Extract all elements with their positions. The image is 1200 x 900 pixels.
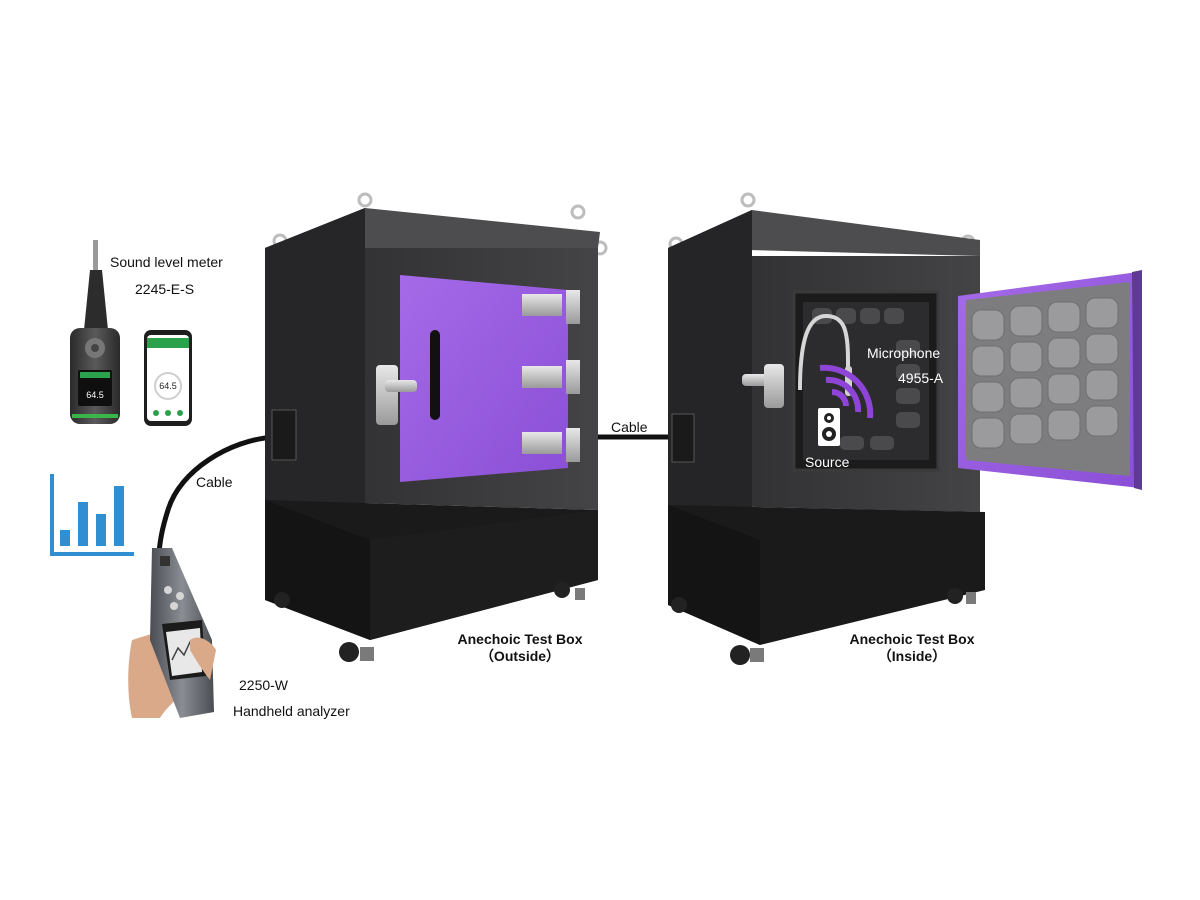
analyzer-title: Handheld analyzer <box>233 703 350 719</box>
inside-foam <box>812 308 920 450</box>
connector-panel <box>671 413 695 463</box>
wheel <box>554 582 570 598</box>
cable-left <box>155 434 275 561</box>
eye-bolt <box>740 192 756 208</box>
box-inside-title: Anechoic Test Box <box>849 631 975 647</box>
sound-level-meter: 64.5 <box>70 240 120 424</box>
connector-panel <box>271 409 297 461</box>
door-outside <box>400 275 568 482</box>
smartphone: 64.5 <box>144 330 192 426</box>
cable-left-label: Cable <box>196 474 233 490</box>
box-outside-caption: Anechoic Test Box （Outside） <box>440 631 600 665</box>
box-inside-caption: Anechoic Test Box （Inside） <box>832 631 992 665</box>
meter-display-value: 64.5 <box>86 390 104 400</box>
analyzer-model: 2250-W <box>239 677 289 693</box>
cable-middle-label: Cable <box>611 419 648 435</box>
anechoic-box-inside <box>668 192 1142 665</box>
bar-chart-icon <box>50 474 134 556</box>
eye-bolt <box>357 192 373 208</box>
anechoic-box-outside <box>265 192 608 662</box>
box-outside-sub: （Outside） <box>479 648 561 664</box>
wifi-wave-icon <box>819 364 874 419</box>
microphone-model: 4955-A <box>898 370 944 386</box>
eye-bolt <box>570 204 586 220</box>
door-handle <box>430 330 440 420</box>
door-foam-tiles <box>971 297 1119 449</box>
hinges <box>522 290 580 462</box>
wheel <box>274 592 290 608</box>
source-label: Source <box>805 454 850 470</box>
phone-display-value: 64.5 <box>159 381 177 391</box>
microphone-title: Microphone <box>867 345 941 361</box>
sound-level-meter-title: Sound level meter <box>110 254 223 270</box>
wheel <box>671 597 687 613</box>
wheel <box>947 588 963 604</box>
box-inside-sub: （Inside） <box>877 648 947 664</box>
latch <box>376 365 398 425</box>
microphone-stand <box>798 313 850 392</box>
speaker-icon <box>818 408 840 446</box>
sound-level-meter-model: 2245-E-S <box>135 281 195 297</box>
handheld-analyzer <box>128 548 216 718</box>
wheel <box>730 645 750 665</box>
wheel <box>339 642 359 662</box>
box-outside-title: Anechoic Test Box <box>457 631 583 647</box>
